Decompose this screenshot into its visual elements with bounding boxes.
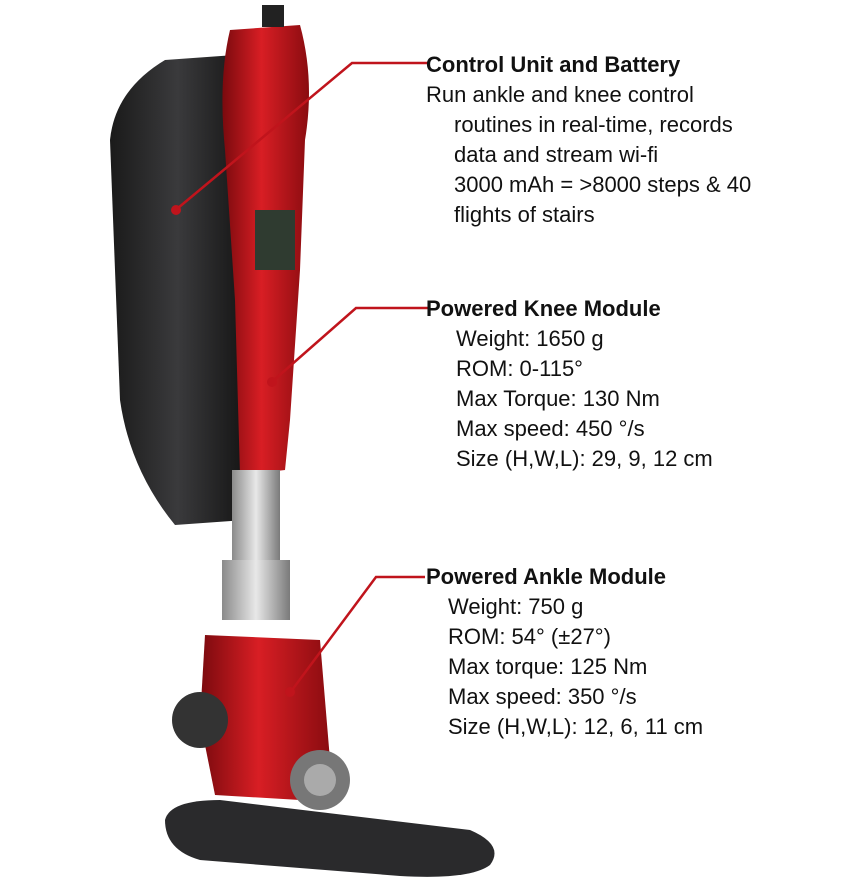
ankle-callout: Powered Ankle Module Weight: 750 g ROM: … [426,562,703,742]
knee-spec: Size (H,W,L): 29, 9, 12 cm [456,446,713,471]
ankle-spec: Max torque: 125 Nm [448,654,648,679]
leader-knee [273,306,428,381]
control-unit-desc: data and stream wi-fi [454,142,659,167]
knee-title: Powered Knee Module [426,296,661,321]
control-unit-desc: routines in real-time, records [454,112,733,137]
knee-spec: Max Torque: 130 Nm [456,386,660,411]
ankle-spec: Max speed: 350 °/s [448,684,637,709]
control-unit-desc: flights of stairs [454,202,595,227]
leader-ankle [290,575,425,691]
control-unit-housing [110,55,245,525]
knee-spec: ROM: 0-115° [456,356,583,381]
control-unit-desc: 3000 mAh = >8000 steps & 40 [454,172,752,197]
leader-control-unit [177,61,428,209]
knee-spec: Weight: 1650 g [456,326,604,351]
ankle-spec: Size (H,W,L): 12, 6, 11 cm [448,714,704,739]
knee-callout: Powered Knee Module Weight: 1650 g ROM: … [426,294,713,474]
ankle-title: Powered Ankle Module [426,564,667,589]
control-unit-title: Control Unit and Battery [426,52,681,77]
leader-lines [177,61,428,691]
control-unit-desc: Run ankle and knee control [426,82,694,107]
control-unit-callout: Control Unit and Battery Run ankle and k… [426,50,751,230]
ankle-spec: ROM: 54° (±27°) [448,624,611,649]
ankle-module [200,635,330,800]
foot-plate [165,800,495,877]
ankle-spec: Weight: 750 g [448,594,584,619]
knee-spec: Max speed: 450 °/s [456,416,645,441]
